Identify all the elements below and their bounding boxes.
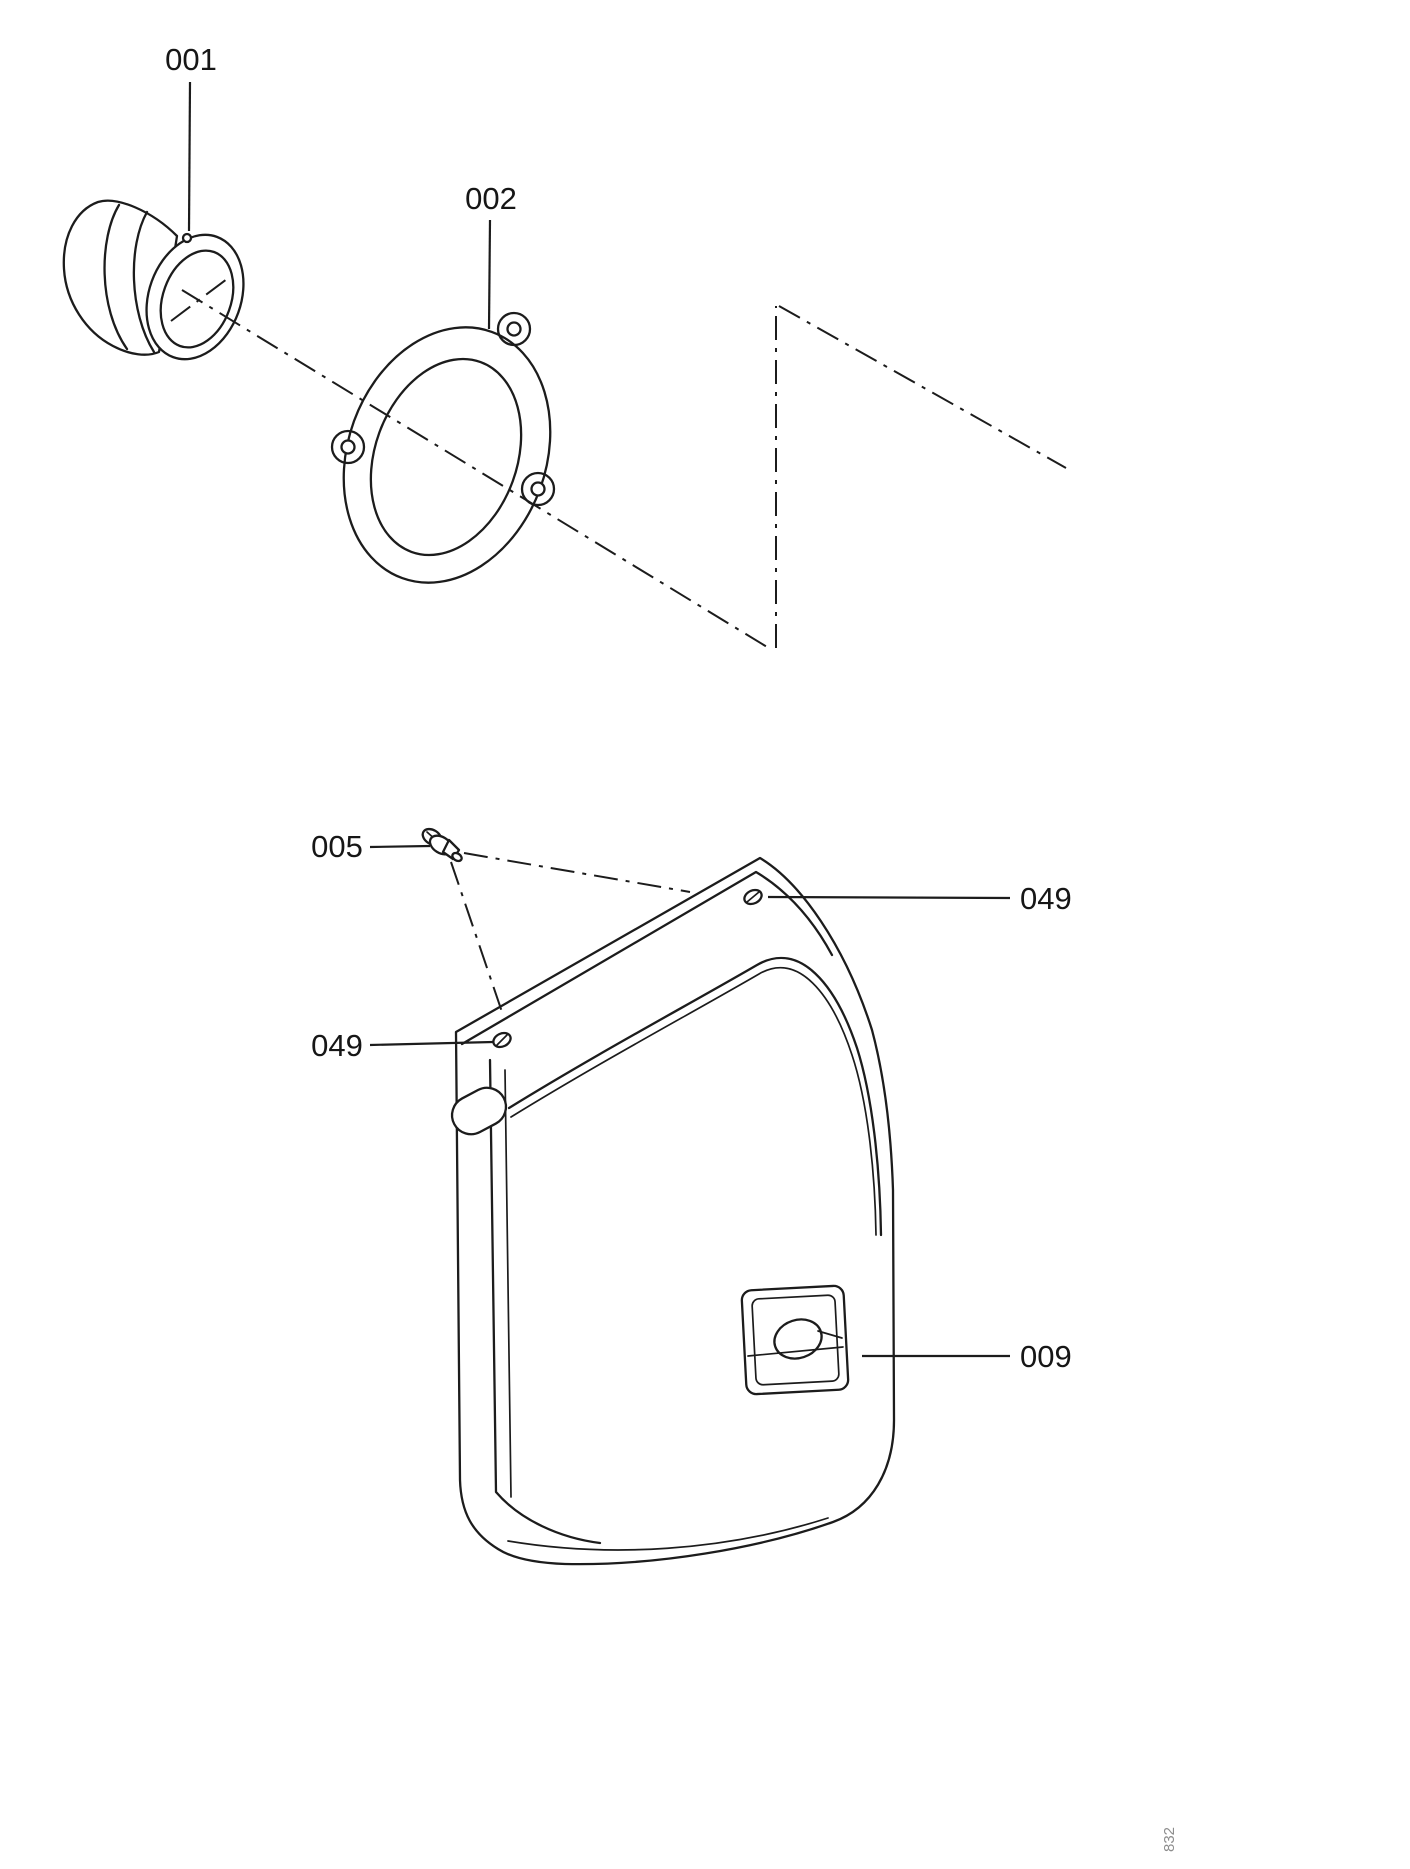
cover-grip-slot xyxy=(450,1086,508,1136)
callout-009-label: 009 xyxy=(1020,1339,1072,1374)
cover-crease-upper xyxy=(507,956,883,1237)
port-plate-pointer xyxy=(817,1330,843,1339)
hole-049-top xyxy=(743,888,763,906)
gasket-hole-left xyxy=(340,439,356,455)
hole-049-left-slot xyxy=(496,1034,508,1046)
gasket-tab-left xyxy=(330,429,366,465)
callout-001-label: 001 xyxy=(165,42,217,77)
leader-lines xyxy=(187,81,1011,1358)
axis-centerline xyxy=(181,289,773,651)
axis-continuation xyxy=(778,305,1067,469)
cover-bottom-rim-line xyxy=(507,1517,829,1551)
sleeve-seam-2 xyxy=(132,210,156,354)
part-009-port-plate xyxy=(740,1284,850,1396)
callout-labels: 001 002 005 049 049 009 xyxy=(165,42,1072,1374)
sleeve-pin-hole xyxy=(181,232,193,244)
cover-left-seam-2 xyxy=(504,1069,512,1498)
screw-centerline-to-top-hole xyxy=(463,852,691,893)
part-005-screw xyxy=(421,827,463,863)
gasket-hole-top xyxy=(506,321,522,337)
part-002-gasket xyxy=(330,311,556,584)
sleeve-seam-1 xyxy=(103,203,129,351)
axis-cross-tick xyxy=(170,278,228,322)
hole-049-top-slot xyxy=(746,891,760,903)
port-plate-cross-line xyxy=(747,1346,844,1357)
port-plate-outer xyxy=(740,1284,850,1396)
screw-centerline-to-left-hole xyxy=(450,861,503,1013)
callout-049-top-label: 049 xyxy=(1020,881,1072,916)
callout-005-label: 005 xyxy=(311,829,363,864)
sheet-code: 832 xyxy=(1161,1827,1178,1852)
leader-049-left xyxy=(369,1040,494,1047)
cover-crease-lower xyxy=(510,967,877,1236)
gasket-tab-right xyxy=(520,471,556,507)
screw-tip xyxy=(451,851,463,863)
cover-left-seam-1 xyxy=(488,1058,602,1545)
gasket-inner-opening xyxy=(369,357,523,557)
callout-049-left-label: 049 xyxy=(311,1028,363,1063)
leader-001 xyxy=(187,81,192,232)
callout-002-label: 002 xyxy=(465,181,517,216)
leader-002 xyxy=(487,219,492,330)
cover-outline xyxy=(454,856,896,1566)
part-009-cover xyxy=(450,856,896,1566)
leader-049-top xyxy=(767,895,1011,900)
part-001-sleeve xyxy=(62,199,245,361)
hole-049-left xyxy=(492,1031,512,1049)
leader-005 xyxy=(369,844,431,849)
gasket-hole-right xyxy=(530,481,546,497)
cover-top-rim-line xyxy=(460,870,834,1046)
centerlines xyxy=(170,278,1067,1013)
